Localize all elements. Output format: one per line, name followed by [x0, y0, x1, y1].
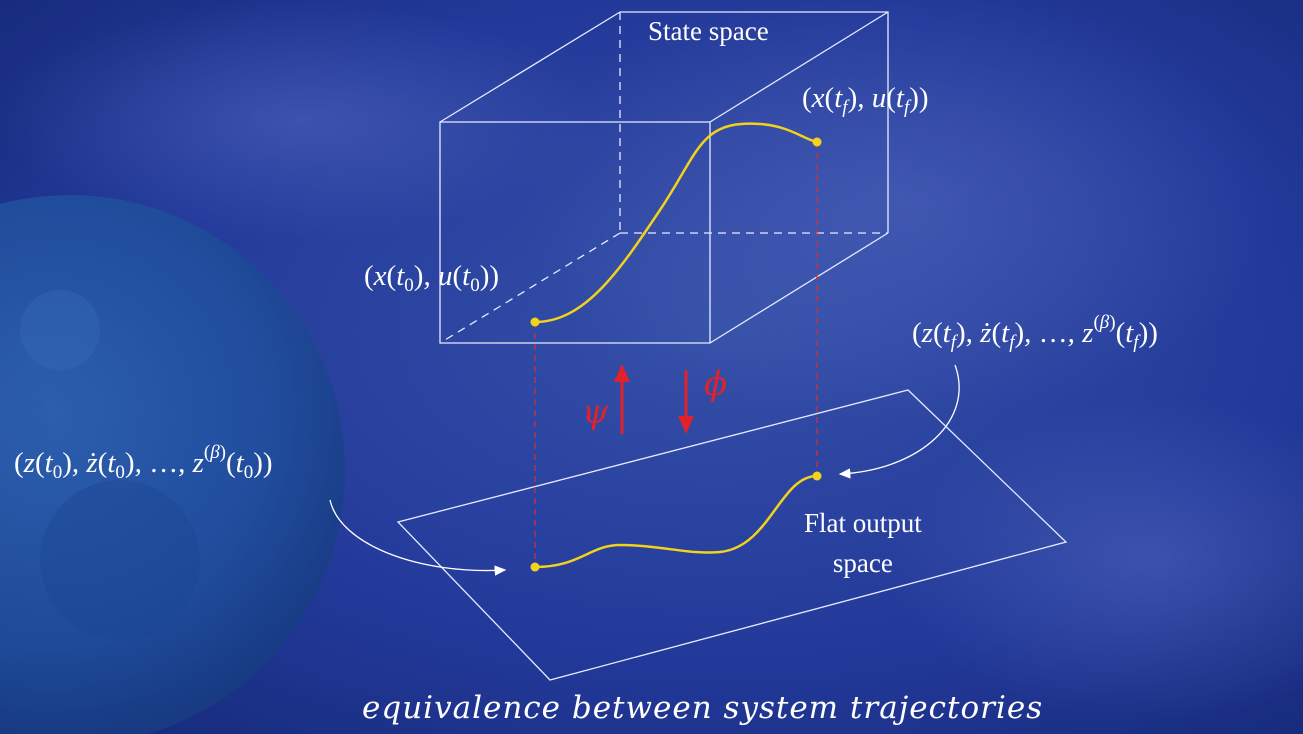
trajectory-point-flat-start [530, 562, 540, 572]
state-space-hidden-edges [439, 12, 888, 344]
projection-lines [534, 142, 818, 567]
moon-image [0, 195, 345, 734]
psi-label: ψ [582, 392, 609, 432]
flat-end-label: (z(tf), ż(tf), …, z(β)(tf)) [912, 312, 1158, 353]
flat-output-label-line1: Flat output [804, 508, 922, 538]
psi-arrow [614, 364, 630, 434]
trajectory-point-flat-end [812, 471, 822, 481]
trajectory-point-state-end [812, 137, 822, 147]
flat-output-plane [396, 389, 1068, 681]
state-start-label: (x(t0), u(t0)) [364, 260, 500, 296]
state-space-label: State space [648, 16, 769, 46]
flat-output-space-label: Flat output space [804, 503, 922, 583]
phi-label: ϕ [704, 364, 728, 404]
flat-output-trajectory [534, 474, 818, 569]
pointer-arrow-flat-start [329, 499, 507, 576]
diagram-caption: equivalence between system trajectories [362, 690, 1044, 726]
state-space-box [439, 11, 889, 344]
state-trajectory [534, 122, 818, 324]
trajectory-point-state-start [530, 317, 540, 327]
pointer-arrow-flat-end [838, 364, 960, 479]
flat-start-label: (z(t0), ż(t0), …, z(β)(t0)) [14, 442, 273, 483]
flat-output-label-line2: space [832, 548, 893, 578]
state-end-label: (x(tf), u(tf)) [802, 82, 929, 118]
phi-arrow [678, 370, 694, 434]
